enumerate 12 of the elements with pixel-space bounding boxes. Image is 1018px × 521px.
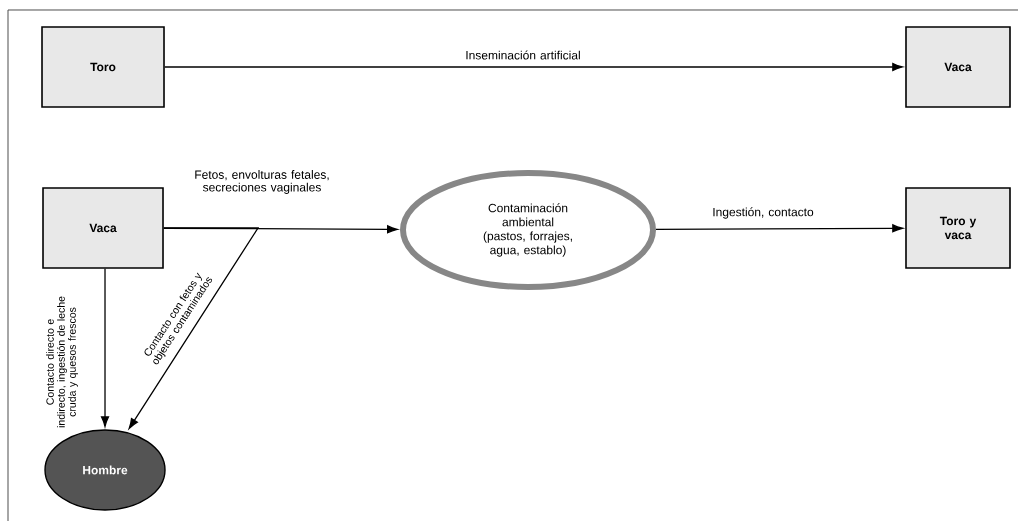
arrow (655, 224, 903, 233)
edge-label: Inseminación artificial (466, 50, 580, 60)
edge-label: Fetos, envolturas fetales, secreciones vaginales (195, 170, 329, 194)
edge-label: Ingestión, contacto (713, 207, 814, 219)
arrow (100, 268, 110, 428)
edge-label: Contacto directo e indirecto, ingestión de leche cruda y quesos frescos (46, 296, 78, 428)
process-box: Toro y vaca (905, 187, 1011, 269)
process-box: Toro (41, 26, 165, 108)
process-box: Vaca (905, 26, 1011, 108)
process-box: Vaca (42, 187, 164, 269)
arrow (164, 62, 903, 72)
arrow (128, 227, 260, 429)
